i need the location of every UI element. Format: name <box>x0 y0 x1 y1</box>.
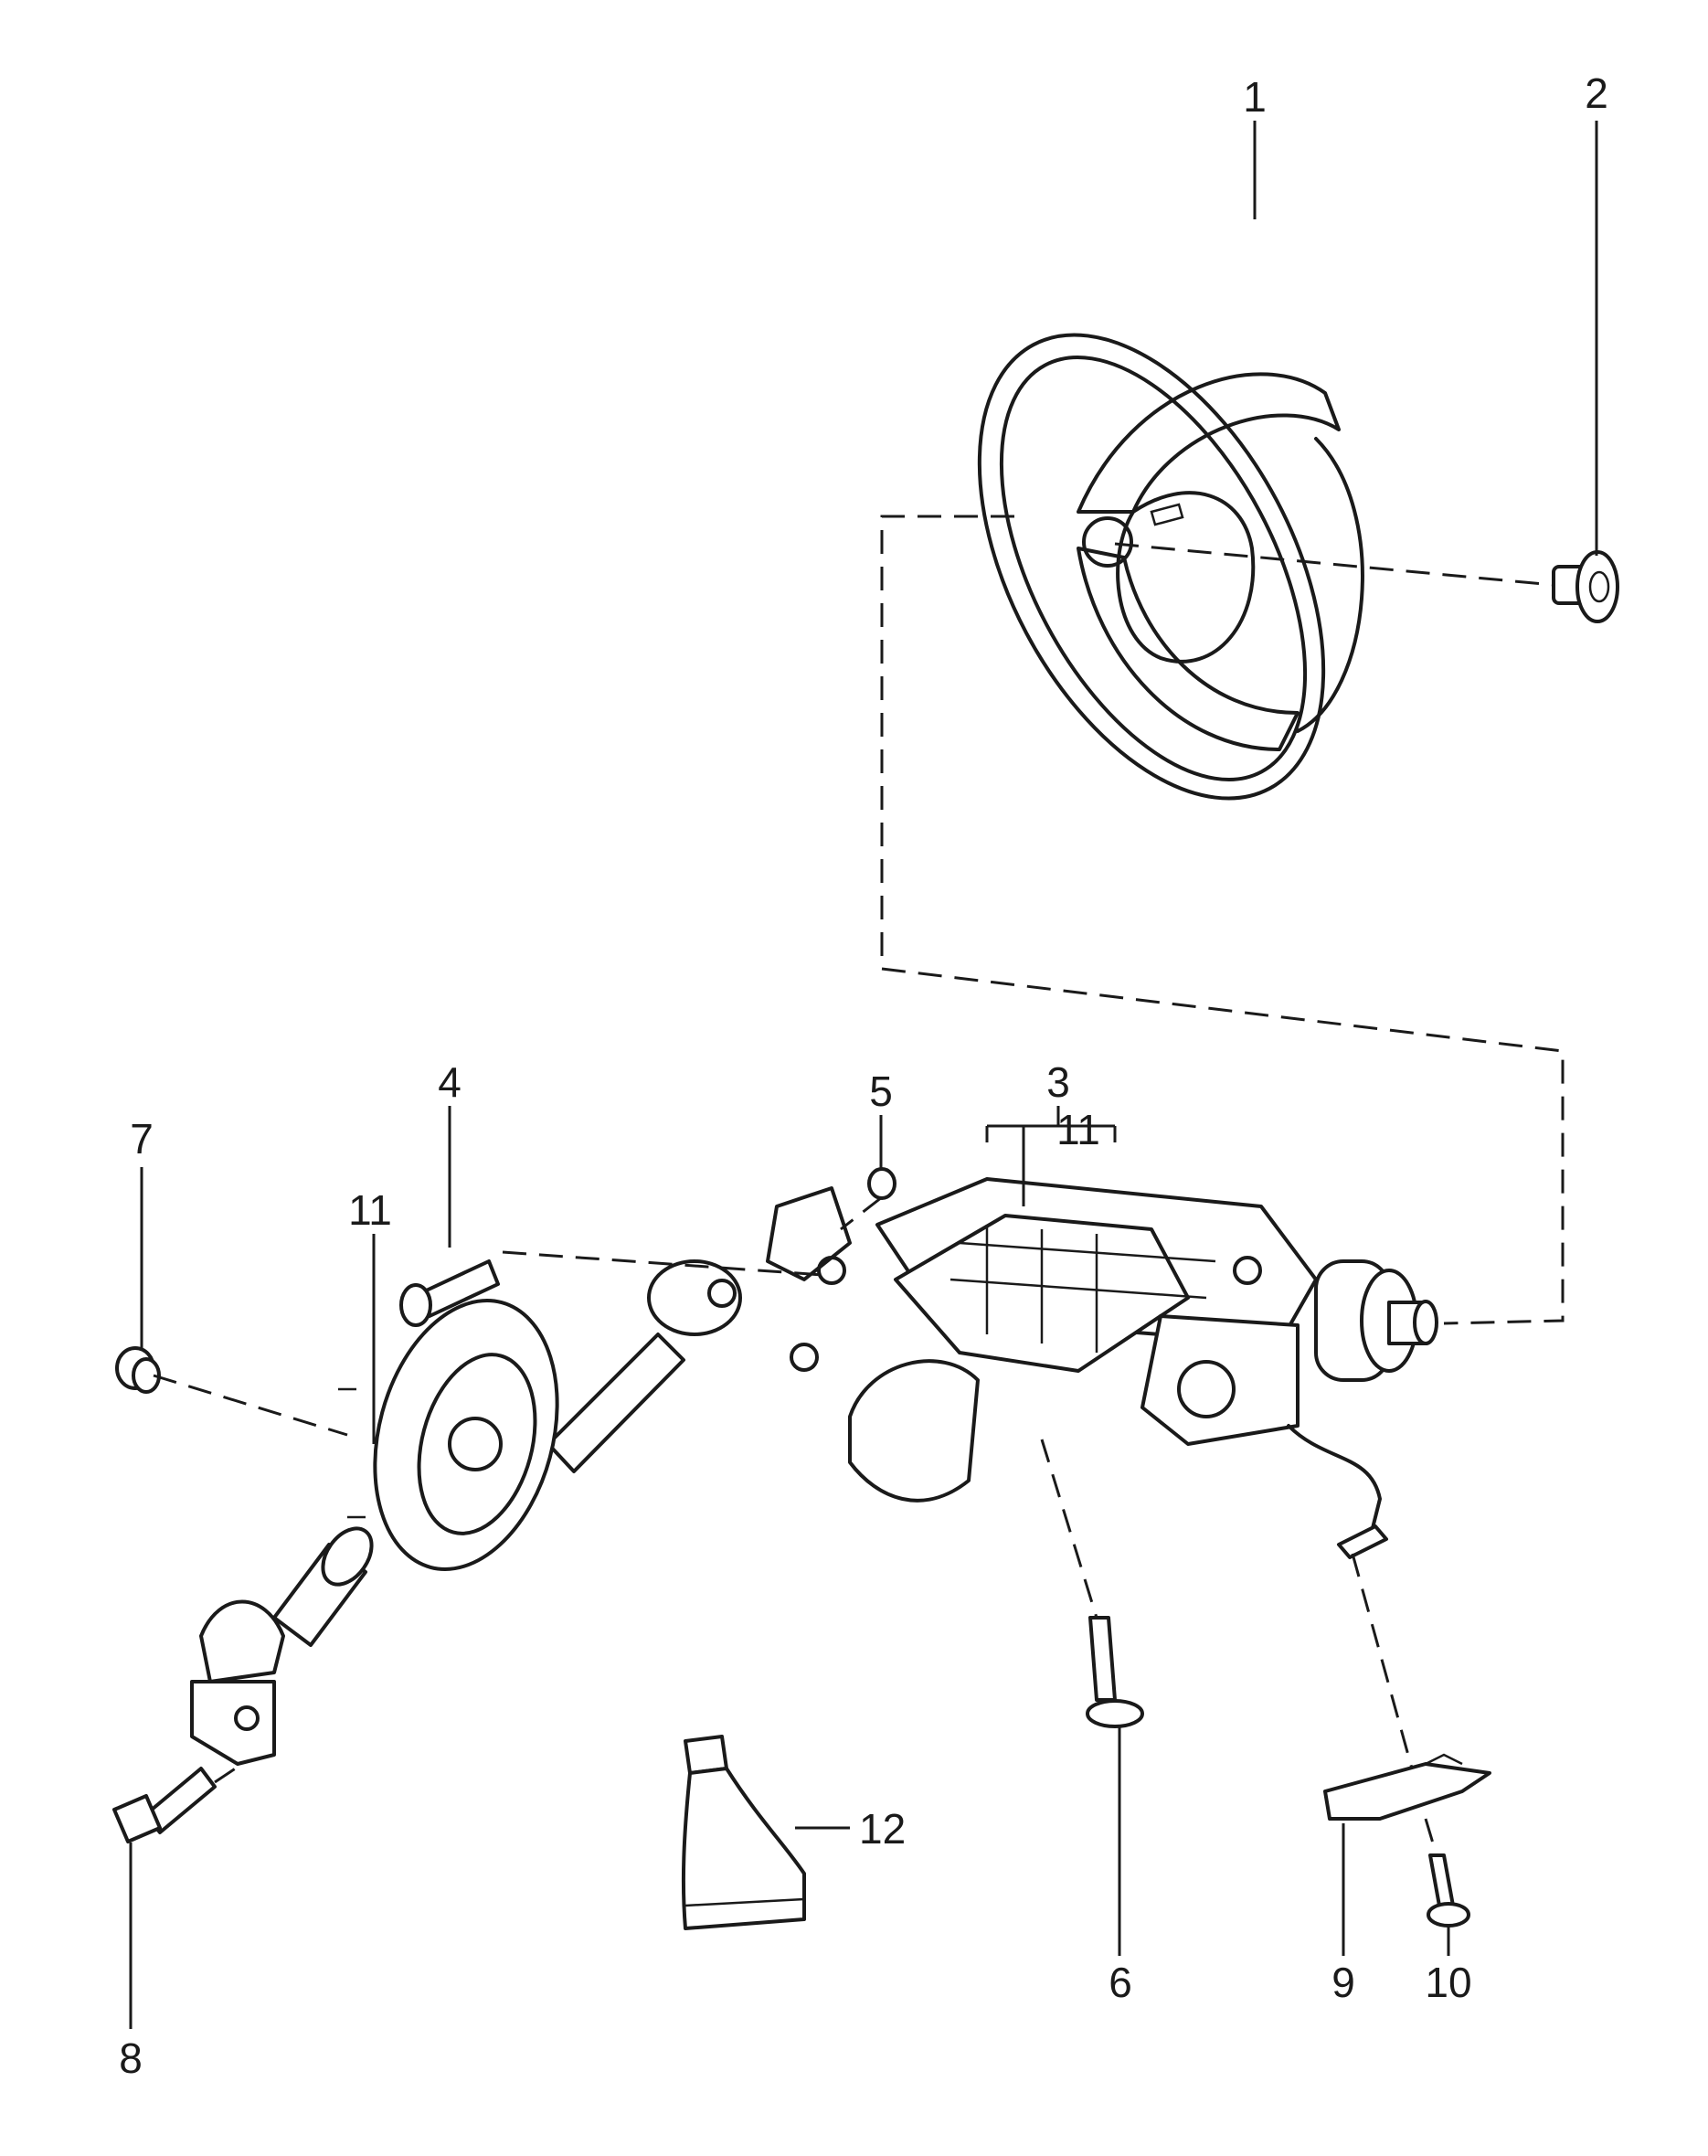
cover-plate-9[interactable] <box>1323 1753 1491 1821</box>
lower-shaft-universal-joint[interactable] <box>190 1520 382 1766</box>
leader-lines <box>129 121 1598 2029</box>
callout-11: 11 <box>348 1186 392 1234</box>
bolt-4[interactable] <box>399 1259 500 1327</box>
callout-5: 5 <box>869 1067 893 1115</box>
callout-4: 4 <box>438 1058 461 1106</box>
callout-9: 9 <box>1331 1959 1355 2006</box>
callout-12: 12 <box>859 1805 906 1853</box>
bolt-6[interactable] <box>1086 1616 1144 1728</box>
wheel-bolt[interactable] <box>1552 550 1619 623</box>
bolt-8[interactable] <box>112 1767 217 1843</box>
steering-wheel[interactable] <box>908 278 1395 855</box>
column-boot[interactable] <box>338 1280 586 1590</box>
callout-8: 8 <box>119 2034 143 2082</box>
callout-3: 3 <box>1046 1058 1070 1106</box>
callout-1: 1 <box>1243 73 1267 121</box>
callout-6: 6 <box>1109 1959 1132 2006</box>
callout-10: 10 <box>1425 1959 1471 2006</box>
assembly-lines <box>153 515 1565 1856</box>
callout-7: 7 <box>130 1115 154 1163</box>
nut-7[interactable] <box>115 1346 161 1394</box>
callouts: 1 2 3 11 4 5 6 7 8 9 10 11 12 <box>119 69 1608 2082</box>
screw-10[interactable] <box>1427 1853 1470 1928</box>
steering-column-housing[interactable] <box>790 1177 1438 1559</box>
callout-2: 2 <box>1585 69 1608 117</box>
nut-5[interactable] <box>867 1167 896 1200</box>
callout-3-sub-11: 11 <box>1056 1106 1100 1153</box>
grease-tube[interactable] <box>681 1735 806 1930</box>
intermediate-shaft[interactable] <box>546 1186 852 1473</box>
